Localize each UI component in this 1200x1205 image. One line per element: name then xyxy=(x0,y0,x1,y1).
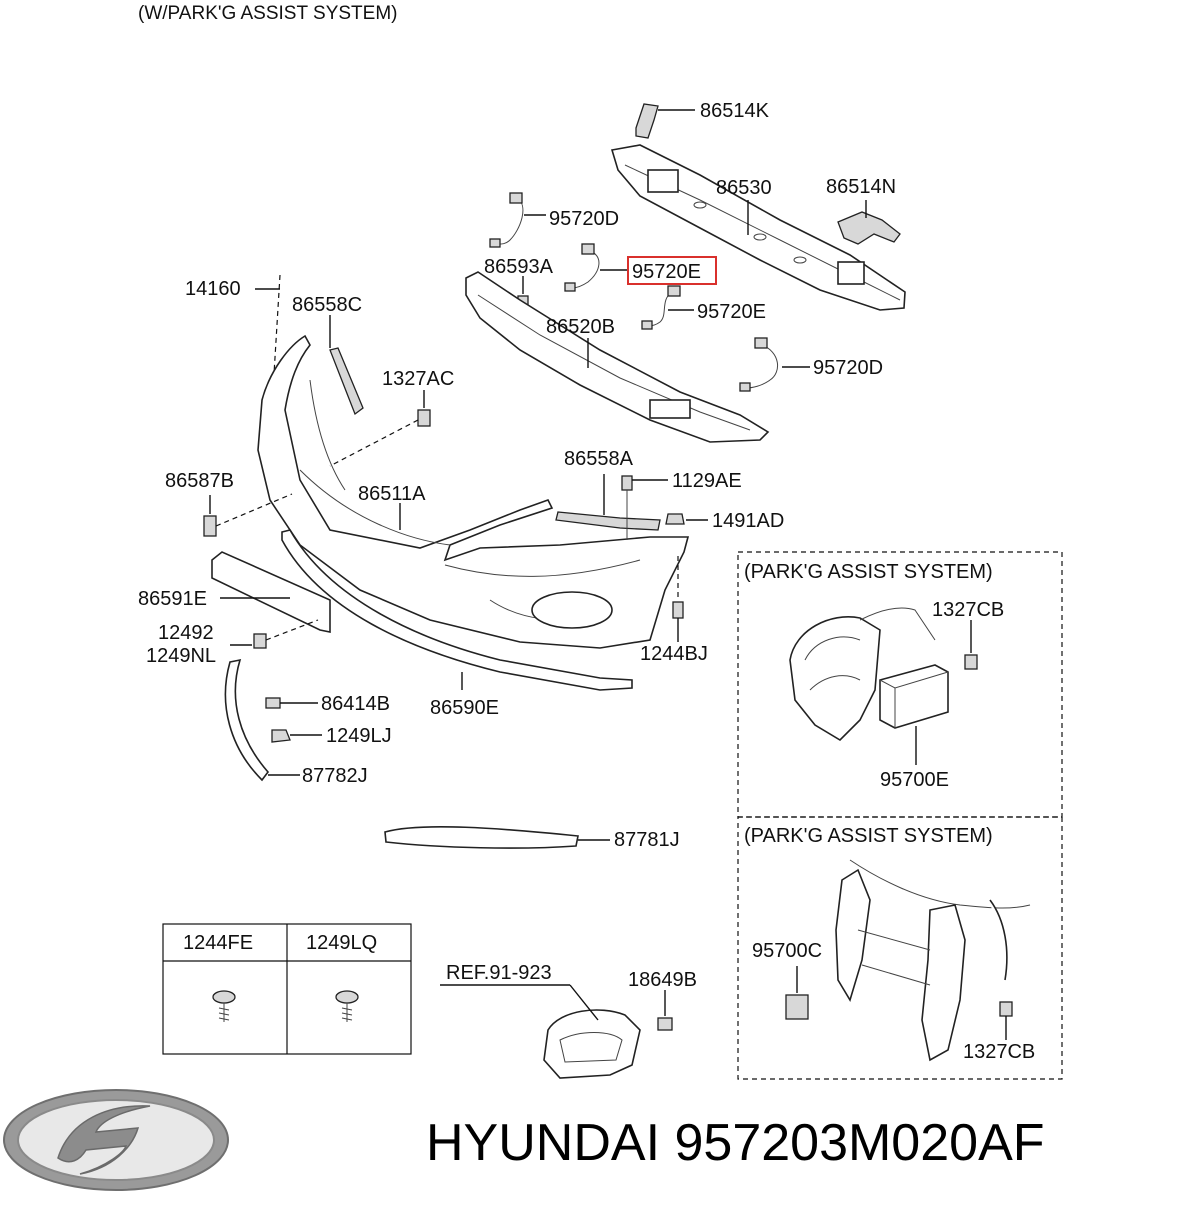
plate-86591e xyxy=(211,551,331,633)
molding-86590e xyxy=(281,529,633,691)
highlight-box xyxy=(627,256,717,285)
label-1249lj: 1249LJ xyxy=(326,725,392,747)
label-86587b: 86587B xyxy=(165,470,234,492)
screw-table: 1244FE 1249LQ xyxy=(162,923,412,1055)
label-86514n: 86514N xyxy=(826,176,896,198)
label-86593a: 86593A xyxy=(484,256,554,278)
label-18649b: 18649B xyxy=(628,969,697,991)
inset-top-title: (PARK'G ASSIST SYSTEM) xyxy=(744,561,993,583)
clip-1249lj xyxy=(271,729,322,743)
label-86414b: 86414B xyxy=(321,693,390,715)
label-14160: 14160 xyxy=(185,278,241,300)
label-87781j: 87781J xyxy=(614,829,680,851)
bracket-86587b xyxy=(203,493,293,537)
sensor-harness-95720e xyxy=(641,285,694,330)
beam-86530 xyxy=(610,144,906,311)
label-1244bj: 1244BJ xyxy=(640,643,708,665)
label-95720d-top: 95720D xyxy=(549,208,619,230)
label-95700e: 95700E xyxy=(880,769,949,791)
bulb-18649b xyxy=(657,990,673,1031)
label-1327ac: 1327AC xyxy=(382,368,454,390)
bumper-cover-86511a xyxy=(257,334,690,649)
screw-1244fe-icon xyxy=(212,990,236,1022)
label-86558a: 86558A xyxy=(564,448,634,470)
brand-part-number: HYUNDAI 957203M020AF xyxy=(426,1114,1045,1172)
label-12492: 12492 xyxy=(158,622,214,644)
label-86530: 86530 xyxy=(716,177,772,199)
bracket-86558a xyxy=(555,474,661,531)
label-86558c: 86558C xyxy=(292,294,362,316)
sensor-harness-95720d-right xyxy=(739,337,810,392)
screw-86414b xyxy=(265,697,318,709)
label-86520b: 86520B xyxy=(546,316,615,338)
table-header-1249lq: 1249LQ xyxy=(306,932,377,954)
label-86511a: 86511A xyxy=(358,483,426,505)
sensor-harness-95720d-top xyxy=(489,192,546,248)
bracket-86514k xyxy=(635,103,695,139)
label-1129ae: 1129AE xyxy=(672,470,742,492)
clip-1491ad xyxy=(665,513,708,525)
label-86591e: 86591E xyxy=(138,588,207,610)
absorber-86520b xyxy=(465,271,770,443)
label-95700c: 95700C xyxy=(752,940,822,962)
bracket-86558c xyxy=(329,315,364,416)
label-86590e: 86590E xyxy=(430,697,499,719)
trim-87782j xyxy=(224,658,300,782)
inset-bottom-title: (PARK'G ASSIST SYSTEM) xyxy=(744,825,993,847)
label-1249nl: 1249NL xyxy=(146,645,216,667)
table-header-1244fe: 1244FE xyxy=(183,932,253,954)
label-95720d-right: 95720D xyxy=(813,357,883,379)
fog-lamp-ref-91-923 xyxy=(440,984,641,1079)
label-95720e-highlight: 95720E xyxy=(632,261,701,283)
bolt-1129ae xyxy=(621,475,668,540)
diagram-title: (W/PARK'G ASSIST SYSTEM) xyxy=(138,3,397,24)
label-1491ad: 1491AD xyxy=(712,510,784,532)
screw-1249lq-icon xyxy=(335,990,359,1022)
label-86514k: 86514K xyxy=(700,100,770,122)
nut-1327ac xyxy=(329,390,431,467)
label-ref-91-923: REF.91-923 xyxy=(446,962,552,984)
trim-87781j xyxy=(384,825,610,849)
bracket-86514n xyxy=(837,200,901,245)
screw-12492 xyxy=(230,619,319,649)
label-1327cb-top: 1327CB xyxy=(932,599,1004,621)
bolt-1244bj xyxy=(672,556,684,642)
label-1327cb-bottom: 1327CB xyxy=(963,1041,1035,1063)
label-95720e: 95720E xyxy=(697,301,766,323)
sensor-harness-95720e-highlight xyxy=(564,243,627,292)
inset-park-assist-top: (PARK'G ASSIST SYSTEM) 1327CB 95700E xyxy=(737,551,1063,818)
hyundai-logo xyxy=(3,1089,229,1191)
inset-park-assist-bottom: (PARK'G ASSIST SYSTEM) 95700C 1327CB xyxy=(737,816,1063,1080)
label-87782j: 87782J xyxy=(302,765,368,787)
